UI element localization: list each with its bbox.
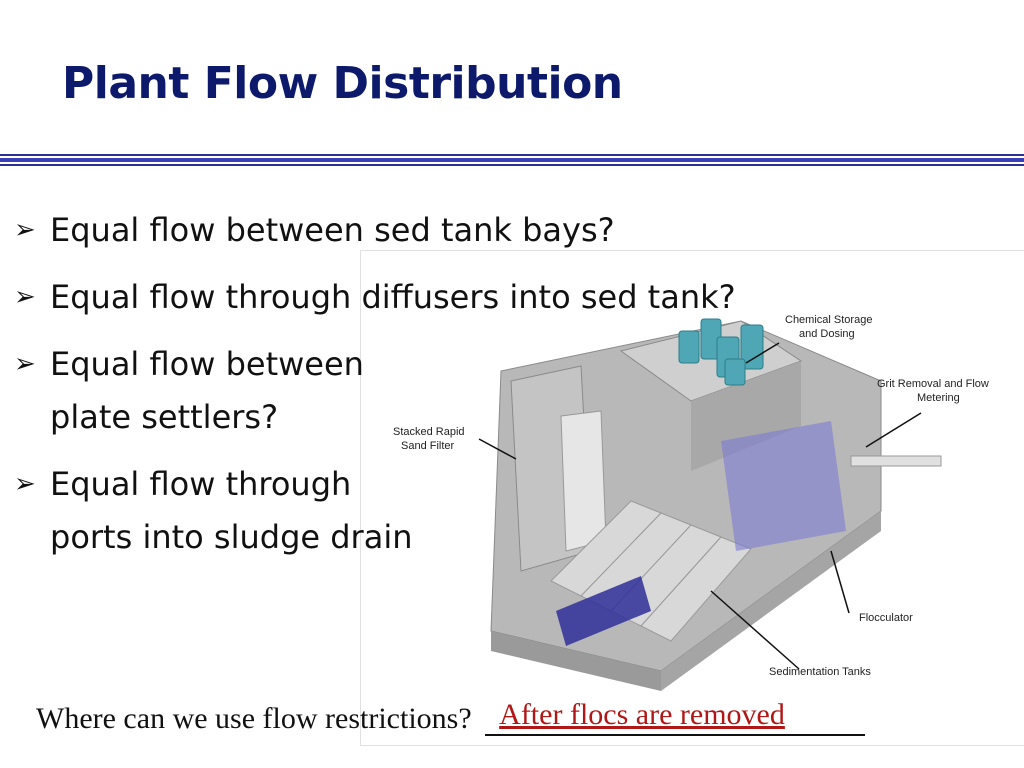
label-filter: Stacked Rapid <box>393 426 465 438</box>
bullet-item: ➢ Equal flow through ports into sludge d… <box>14 458 430 564</box>
arrow-bullet-icon: ➢ <box>14 282 36 312</box>
plant-diagram: Chemical Storage and Dosing Grit Removal… <box>360 250 1024 746</box>
arrow-bullet-icon: ➢ <box>14 349 36 379</box>
bullet-text: Equal flow through ports into sludge dra… <box>50 465 413 556</box>
arrow-bullet-icon: ➢ <box>14 469 36 499</box>
bullet-item: ➢ Equal flow through diffusers into sed … <box>14 271 770 324</box>
label-chemical: Chemical Storage <box>785 314 872 326</box>
arrow-bullet-icon: ➢ <box>14 215 36 245</box>
bullet-text: Equal flow between sed tank bays? <box>50 211 615 249</box>
bullet-list: ➢ Equal flow between sed tank bays? ➢ Eq… <box>14 204 770 578</box>
label-chemical: and Dosing <box>799 328 855 340</box>
question-line: Where can we use flow restrictions? Afte… <box>36 698 866 736</box>
bullet-text: Equal flow between plate settlers? <box>50 345 364 436</box>
answer-blank: After flocs are removed <box>485 698 866 736</box>
bullet-item: ➢ Equal flow between plate settlers? <box>14 338 450 444</box>
label-filter: Sand Filter <box>401 440 455 452</box>
question-text: Where can we use flow restrictions? <box>36 702 472 735</box>
bullet-item: ➢ Equal flow between sed tank bays? <box>14 204 770 257</box>
title-rule <box>0 164 1024 166</box>
label-flocculator: Flocculator <box>859 612 913 624</box>
slide-title: Plant Flow Distribution <box>62 58 623 109</box>
bullet-text: Equal flow through diffusers into sed ta… <box>50 278 736 316</box>
label-grit: Metering <box>917 392 960 404</box>
label-grit: Grit Removal and Flow <box>877 378 989 390</box>
title-rule <box>0 158 1024 162</box>
answer-text: After flocs are removed <box>499 698 785 731</box>
label-sedimentation: Sedimentation Tanks <box>769 666 871 678</box>
title-rule <box>0 154 1024 156</box>
